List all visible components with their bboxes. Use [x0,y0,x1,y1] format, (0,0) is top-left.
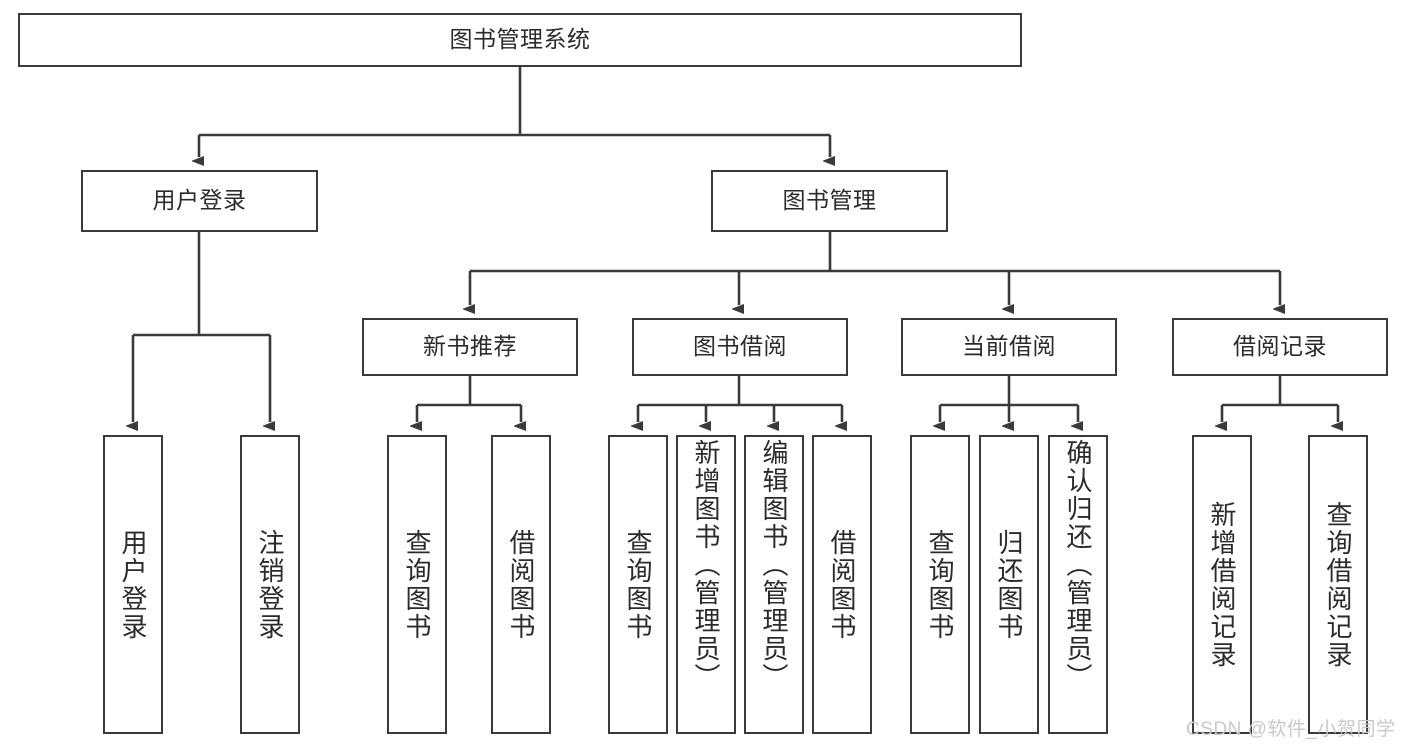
node-user-login[interactable]: 用户登录 [81,170,318,232]
node-book-management[interactable]: 图书管理 [711,170,948,232]
leaf-confirm-return-admin[interactable]: 确认归还（管理员） [1048,435,1108,734]
node-borrow-record[interactable]: 借阅记录 [1172,318,1388,376]
node-label: 查询图书 [925,528,955,641]
node-label: 当前借阅 [962,333,1056,360]
leaf-return-book[interactable]: 归还图书 [979,435,1039,734]
leaf-logout[interactable]: 注销登录 [240,435,300,734]
leaf-query-book-newbook[interactable]: 查询图书 [387,435,447,734]
node-label: 确认归还（管理员） [1063,439,1093,691]
node-label: 图书管理系统 [449,26,591,53]
leaf-add-borrow-record[interactable]: 新增借阅记录 [1192,435,1252,734]
node-label: 用户登录 [152,187,247,214]
node-label: 借阅记录 [1233,333,1327,360]
node-label: 查询借阅记录 [1323,500,1353,669]
leaf-query-book-current[interactable]: 查询图书 [910,435,970,734]
leaf-borrow-book-borrow[interactable]: 借阅图书 [812,435,872,734]
node-label: 编辑图书（管理员） [759,439,789,691]
node-book-borrow[interactable]: 图书借阅 [632,318,848,376]
leaf-edit-book-admin[interactable]: 编辑图书（管理员） [744,435,804,734]
node-current-borrow[interactable]: 当前借阅 [901,318,1117,376]
leaf-query-borrow-record[interactable]: 查询借阅记录 [1308,435,1368,734]
node-label: 图书借阅 [693,333,787,360]
node-label: 查询图书 [623,528,653,641]
node-label: 图书管理 [782,187,877,214]
node-label: 新增借阅记录 [1207,500,1237,669]
node-label: 借阅图书 [827,528,857,641]
leaf-query-book-borrow[interactable]: 查询图书 [608,435,668,734]
node-root-library-system[interactable]: 图书管理系统 [18,13,1022,67]
node-new-book-recommend[interactable]: 新书推荐 [362,318,578,376]
leaf-borrow-book-newbook[interactable]: 借阅图书 [491,435,551,734]
leaf-user-login[interactable]: 用户登录 [103,435,163,734]
node-label: 新增图书（管理员） [691,439,721,691]
node-label: 注销登录 [255,528,285,641]
node-label: 查询图书 [402,528,432,641]
node-label: 归还图书 [994,528,1024,641]
node-label: 用户登录 [118,528,148,641]
node-label: 借阅图书 [506,528,536,641]
leaf-add-book-admin[interactable]: 新增图书（管理员） [676,435,736,734]
csdn-watermark: CSDN @软件_小贺同学 [1186,719,1396,740]
node-label: 新书推荐 [423,333,517,360]
